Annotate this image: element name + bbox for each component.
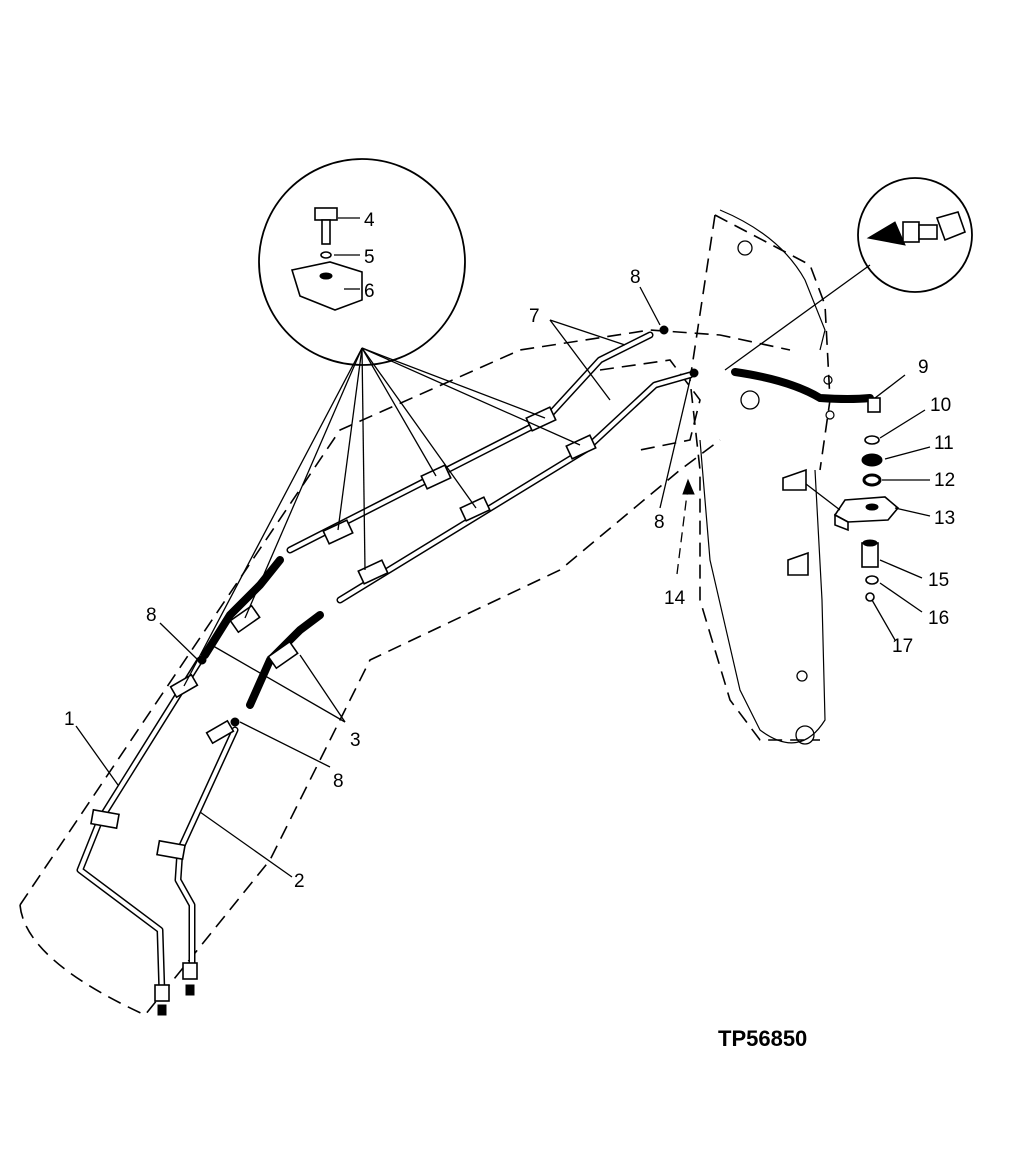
bracket-icon — [833, 496, 900, 532]
callout-17: 17 — [892, 636, 913, 657]
callout-labels: 1 2 3 4 5 6 7 8 8 8 8 9 10 11 12 13 14 1… — [64, 210, 955, 892]
clamp-detail-view — [258, 158, 466, 366]
clamp-half-icon — [290, 261, 363, 311]
callout-8-mid: 8 — [654, 512, 665, 533]
callout-11: 11 — [934, 433, 954, 454]
callout-3: 3 — [350, 730, 361, 751]
fitting-detail-view — [724, 177, 973, 371]
lock-washer-icon — [865, 575, 879, 585]
callout-8-top: 8 — [630, 267, 641, 288]
callout-16: 16 — [928, 608, 949, 629]
pipe-end-fittings — [154, 325, 699, 1016]
nut-icon — [861, 453, 883, 467]
upper-pipes — [286, 331, 694, 604]
callout-7: 7 — [529, 306, 540, 327]
callout-12: 12 — [934, 470, 955, 491]
bolt-icon — [314, 207, 338, 245]
callout-2: 2 — [294, 871, 305, 892]
arm-hose — [731, 368, 874, 403]
callout-1: 1 — [64, 709, 75, 730]
clamp-leader-lines — [183, 347, 581, 687]
loose-parts — [782, 397, 900, 602]
figure-id: TP56850 — [718, 1026, 807, 1051]
callout-4: 4 — [364, 210, 375, 231]
callout-leaders — [75, 286, 931, 878]
callout-8-left: 8 — [146, 605, 157, 626]
spacer-icon — [861, 542, 879, 568]
lower-pipes — [76, 656, 239, 999]
callout-9: 9 — [918, 357, 929, 378]
clip-icon — [782, 468, 809, 576]
callout-6: 6 — [364, 281, 375, 302]
callout-15: 15 — [928, 570, 949, 591]
callout-5: 5 — [364, 247, 375, 268]
callout-13: 13 — [934, 508, 955, 529]
screw-icon — [865, 592, 875, 602]
arm-body — [699, 209, 835, 745]
boom-hoses — [201, 556, 324, 709]
pipe-clamps — [90, 406, 597, 861]
callout-8-lower: 8 — [333, 771, 344, 792]
callout-10: 10 — [930, 395, 951, 416]
callout-14: 14 — [664, 588, 686, 609]
washer-icon — [320, 251, 332, 259]
ring-icon — [862, 473, 882, 487]
o-ring-icon — [864, 435, 880, 445]
